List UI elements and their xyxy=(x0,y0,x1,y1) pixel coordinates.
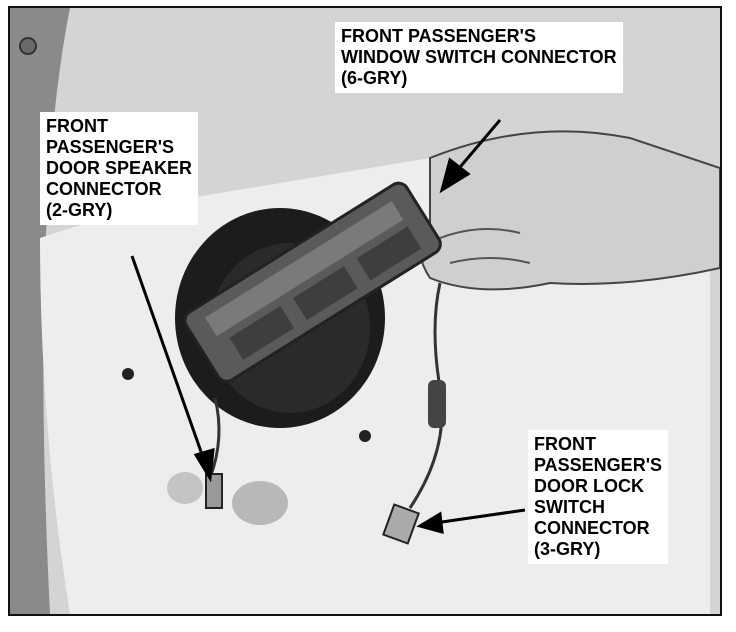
lock-switch-connector xyxy=(382,503,420,545)
callout-window-switch-connector: FRONT PASSENGER'S WINDOW SWITCH CONNECTO… xyxy=(335,22,623,93)
callout-line: (3-GRY) xyxy=(534,539,601,559)
callout-line: CONNECTOR xyxy=(46,179,162,199)
callout-line: CONNECTOR xyxy=(534,518,650,538)
callout-line: (6-GRY) xyxy=(341,68,408,88)
callout-line: DOOR LOCK xyxy=(534,476,644,496)
callout-line: SWITCH xyxy=(534,497,605,517)
speaker-connector xyxy=(205,473,223,509)
callout-line: (2-GRY) xyxy=(46,200,113,220)
window-switch-assembly xyxy=(183,181,442,383)
finger-lines xyxy=(439,228,531,264)
hand xyxy=(419,130,720,291)
wire-sleeve xyxy=(428,380,446,428)
callout-line: DOOR SPEAKER xyxy=(46,158,193,178)
callout-line: FRONT PASSENGER'S xyxy=(341,26,536,46)
door-edge xyxy=(10,8,70,614)
callout-line: FRONT xyxy=(534,434,596,454)
callout-line: PASSENGER'S xyxy=(534,455,662,475)
panel-hole xyxy=(122,368,134,380)
bolt-icon xyxy=(19,37,37,55)
callout-door-speaker-connector: FRONT PASSENGER'S DOOR SPEAKER CONNECTOR… xyxy=(40,112,199,225)
panel-hole xyxy=(359,430,371,442)
callout-line: WINDOW SWITCH CONNECTOR xyxy=(341,47,617,67)
photo-frame: FRONT PASSENGER'S WINDOW SWITCH CONNECTO… xyxy=(8,6,722,616)
callout-door-lock-switch-connector: FRONT PASSENGER'S DOOR LOCK SWITCH CONNE… xyxy=(528,430,668,564)
callout-line: FRONT xyxy=(46,116,108,136)
arrow-lock-switch xyxy=(416,508,526,535)
arrow-window-switch xyxy=(439,119,502,194)
callout-line: PASSENGER'S xyxy=(46,137,174,157)
arrow-speaker xyxy=(130,255,215,483)
panel-smudge xyxy=(232,481,288,525)
speaker-wire xyxy=(208,397,221,479)
panel-smudge xyxy=(167,472,203,504)
